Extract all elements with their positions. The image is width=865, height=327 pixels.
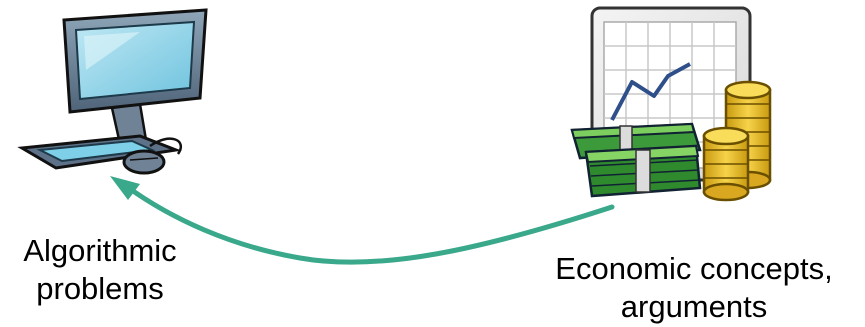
left-caption-line2: problems	[36, 271, 164, 306]
curved-arrow	[110, 176, 615, 265]
trend-line	[610, 62, 691, 121]
left-caption: Algorithmic problems	[0, 232, 200, 308]
computer-icon	[17, 8, 208, 175]
arrow-head	[110, 176, 140, 200]
right-caption-line2: arguments	[620, 289, 768, 324]
right-caption-line1: Economic concepts,	[555, 251, 833, 286]
right-caption: Economic concepts, arguments	[535, 250, 853, 326]
money-chart-icon	[570, 6, 772, 202]
coin-stack-short	[702, 126, 750, 202]
money-stack-front	[584, 144, 702, 198]
left-caption-line1: Algorithmic	[23, 233, 177, 268]
